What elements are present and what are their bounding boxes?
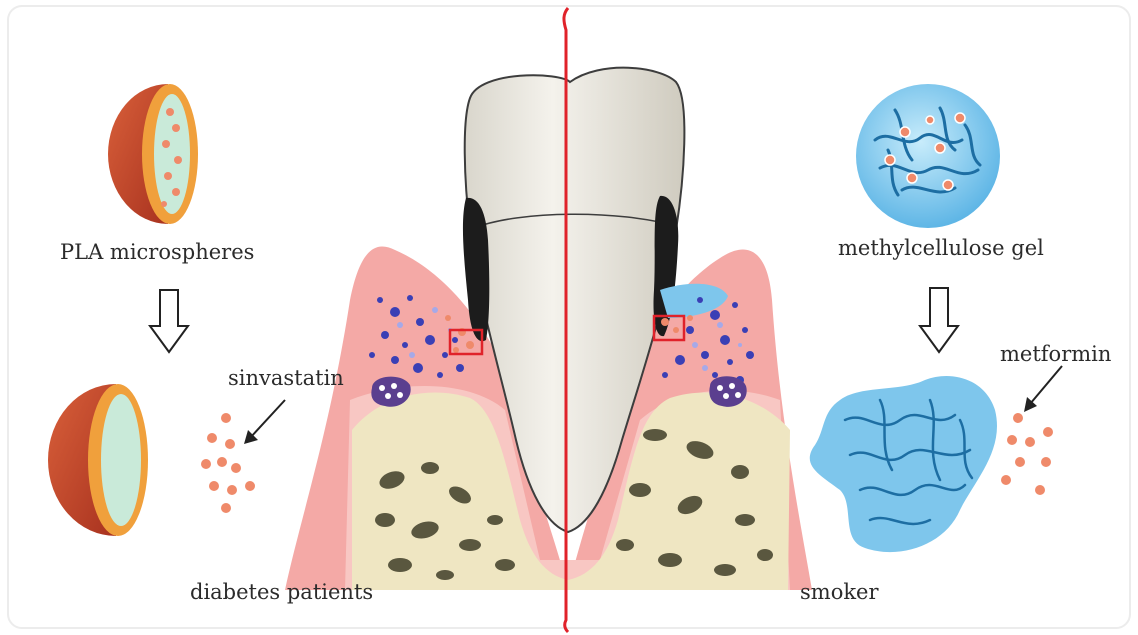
diabetes-patients-label: diabetes patients (190, 580, 373, 604)
pla-microsphere-empty (48, 384, 148, 536)
sinvastatin-pointer-arrow (250, 400, 285, 438)
pla-microspheres-label: PLA microspheres (60, 240, 254, 264)
methylcellulose-gel-sphere (856, 84, 1000, 228)
metformin-pointer-arrow (1030, 366, 1062, 404)
methylcellulose-gel-blob (810, 376, 997, 552)
metformin-label: metformin (1000, 342, 1111, 366)
sinvastatin-dots (201, 413, 255, 513)
methylcellulose-gel-label: methylcellulose gel (838, 236, 1044, 260)
down-arrow-right-icon (920, 288, 958, 352)
metformin-dots (1001, 413, 1053, 495)
center-divider (564, 8, 568, 632)
pla-microsphere-top (108, 84, 198, 224)
sinvastatin-label: sinvastatin (228, 366, 344, 390)
osteoclast-right (709, 376, 746, 407)
smoker-label: smoker (800, 580, 879, 604)
down-arrow-left-icon (150, 290, 188, 352)
